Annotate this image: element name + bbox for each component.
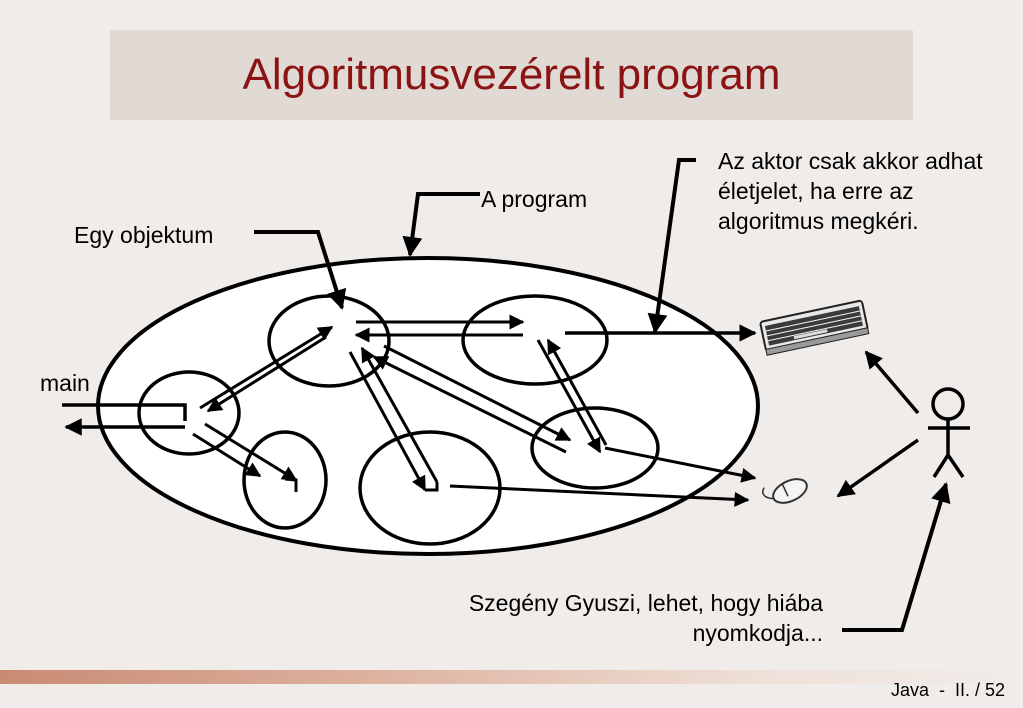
keyboard-icon: [759, 299, 870, 356]
title-box: Algoritmusvezérelt program: [110, 30, 913, 120]
object-label: Egy objektum: [74, 222, 214, 248]
main-label: main: [40, 370, 90, 396]
actor-to-keyboard-arrow: [864, 350, 920, 415]
slide-footer: Java - II. / 52: [890, 680, 1005, 700]
object-right: [530, 406, 660, 490]
object-callout-line: [254, 230, 347, 310]
object-top-center: [267, 294, 391, 388]
actor-note-callout-line: [647, 158, 696, 334]
main-in-arrow: [62, 403, 187, 421]
stick-figure-actor-icon: [928, 387, 970, 478]
actor-to-mouse-arrow: [836, 438, 920, 498]
object-top-right: [461, 294, 609, 386]
gyuszi-callout-line: [842, 482, 951, 632]
gyuszi-note: Szegény Gyuszi, lehet, hogy hiába nyomko…: [468, 590, 823, 646]
message-arrows: [192, 314, 608, 492]
to-mouse-arrow-1: [604, 446, 757, 483]
program-label: A program: [481, 186, 588, 212]
mouse-icon: [762, 478, 808, 504]
footer-bar: [0, 670, 1023, 684]
program-callout-line: [402, 192, 480, 257]
actor-note: Az aktor csak akkor adhat életjelet, ha …: [718, 148, 983, 234]
slide-title: Algoritmusvezérelt program: [242, 50, 781, 99]
object-main: [137, 370, 241, 456]
to-mouse-arrow-2: [449, 484, 750, 507]
